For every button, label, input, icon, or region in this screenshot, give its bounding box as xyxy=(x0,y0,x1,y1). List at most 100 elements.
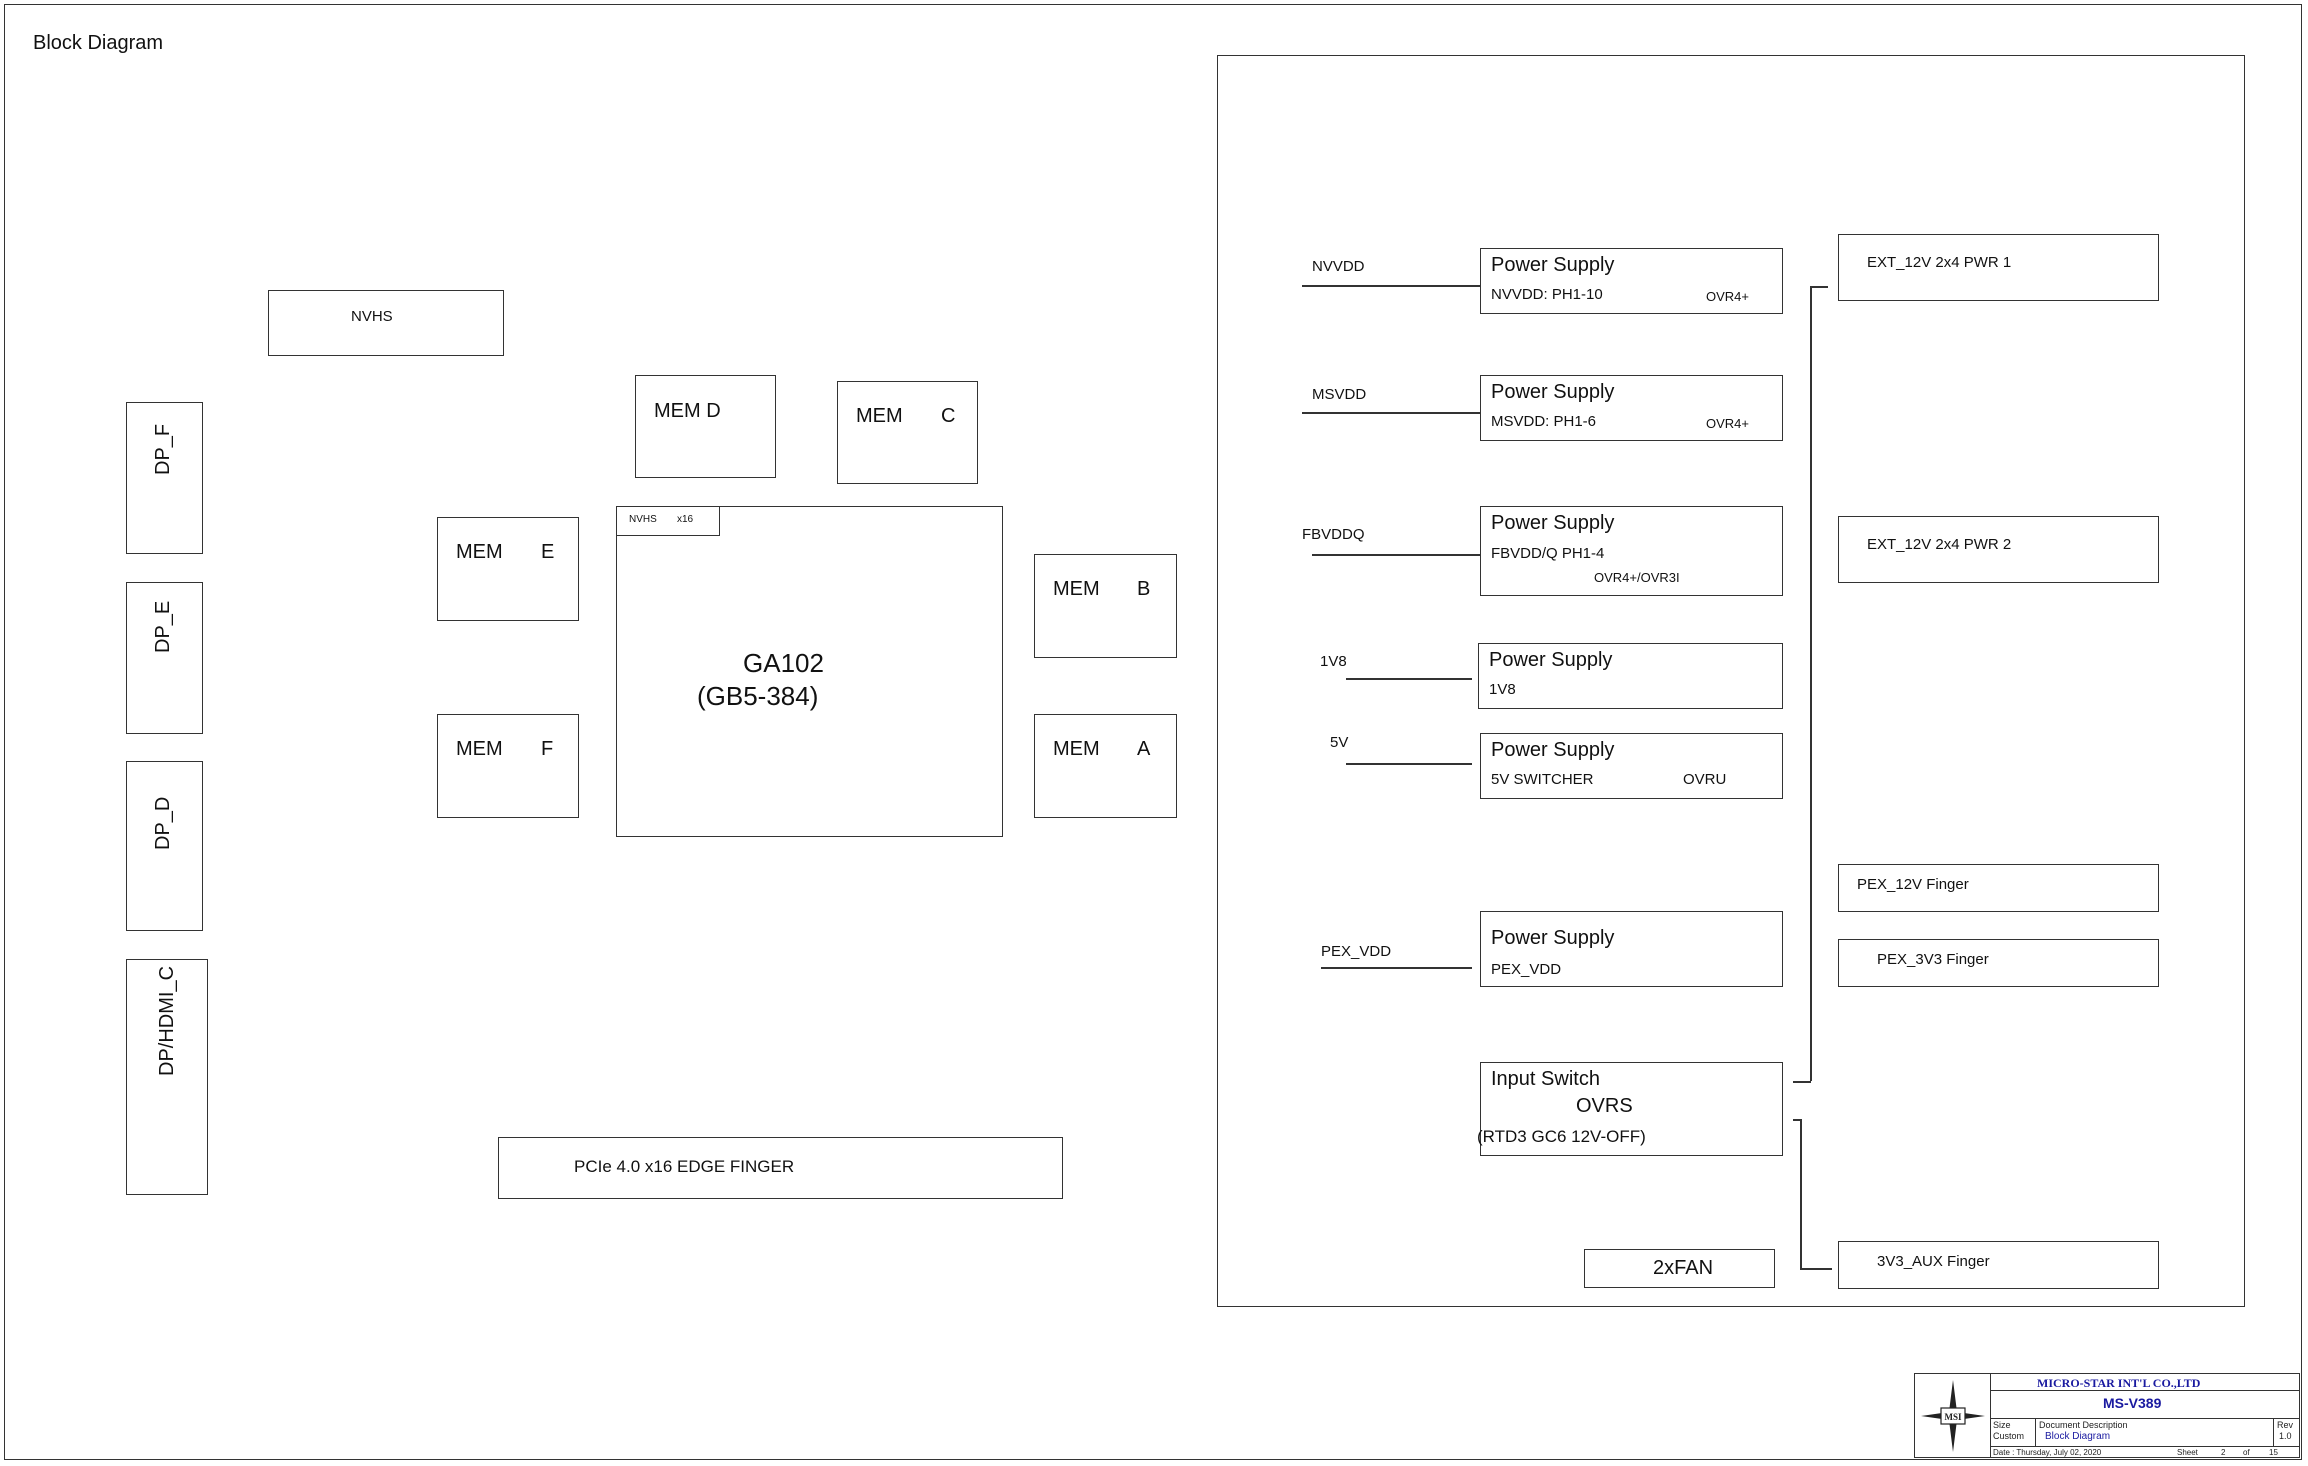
power-supply-pex-vdd: Power Supply PEX_VDD xyxy=(1480,911,1783,987)
gpu-name: GA102 xyxy=(743,648,824,678)
port-dp-e: DP_E xyxy=(126,582,203,734)
gpu-tab-x16: x16 xyxy=(677,514,694,525)
power-supply-title: Power Supply xyxy=(1489,649,1613,671)
input-label: EXT_12V 2x4 PWR 1 xyxy=(1867,254,2012,271)
power-supply-controller: OVR4+ xyxy=(1706,289,1749,304)
mem-d-block: MEM D xyxy=(635,375,776,478)
power-supply-msvdd: Power Supply MSVDD: PH1-6 OVR4+ xyxy=(1480,375,1783,441)
title-block-divider xyxy=(2273,1418,2275,1446)
input-bus-line xyxy=(1810,286,1812,1081)
aux-bus-tick xyxy=(1793,1119,1801,1121)
company-name: MICRO-STAR INT'L CO.,LTD xyxy=(2037,1376,2201,1390)
input-label: 3V3_AUX Finger xyxy=(1877,1253,1990,1270)
rail-wire xyxy=(1321,967,1472,969)
input-ext-12v-pwr1: EXT_12V 2x4 PWR 1 xyxy=(1838,234,2159,301)
mem-a-name: MEM xyxy=(1053,738,1100,760)
sheet-total: 15 xyxy=(2269,1448,2278,1457)
power-supply-controller: OVR4+/OVR3I xyxy=(1594,570,1680,585)
gpu-block: NVHS x16 GA102 (GB5-384) xyxy=(616,506,1003,837)
input-label: PEX_3V3 Finger xyxy=(1877,951,1989,968)
power-supply-controller: OVR4+ xyxy=(1706,416,1749,431)
aux-bus-line xyxy=(1800,1119,1802,1269)
rail-wire xyxy=(1302,412,1480,414)
input-switch-chip: OVRS xyxy=(1576,1095,1633,1117)
power-supply-title: Power Supply xyxy=(1491,739,1615,761)
rail-wire xyxy=(1312,554,1480,556)
port-dp-f-label: DP_F xyxy=(152,423,174,475)
sheet-of-label: of xyxy=(2243,1448,2250,1457)
mem-b-letter: B xyxy=(1137,578,1151,600)
input-label: EXT_12V 2x4 PWR 2 xyxy=(1867,536,2012,553)
port-dp-d: DP_D xyxy=(126,761,203,931)
rail-net-fbvddq: FBVDDQ xyxy=(1302,526,1365,543)
title-block-divider xyxy=(1990,1418,2300,1420)
msi-logo-text: MSI xyxy=(1944,1412,1962,1422)
power-supply-title: Power Supply xyxy=(1491,254,1615,276)
input-ext-12v-pwr2: EXT_12V 2x4 PWR 2 xyxy=(1838,516,2159,583)
rev-label: Rev xyxy=(2277,1420,2294,1430)
sheet-border xyxy=(4,4,2302,1460)
power-supply-nvvdd: Power Supply NVVDD: PH1-10 OVR4+ xyxy=(1480,248,1783,314)
msi-logo-icon: MSI xyxy=(1921,1380,1985,1452)
doc-value: Block Diagram xyxy=(2045,1431,2111,1442)
doc-label: Document Description xyxy=(2039,1420,2128,1430)
mem-b-name: MEM xyxy=(1053,578,1100,600)
power-section xyxy=(1217,55,2245,1307)
gpu-tab-nvhs: NVHS xyxy=(629,514,657,525)
mem-f-name: MEM xyxy=(456,738,503,760)
page-title: Block Diagram xyxy=(33,32,164,54)
pcie-label: PCIe 4.0 x16 EDGE FINGER xyxy=(574,1157,795,1176)
title-block: MSI MICRO-STAR INT'L CO.,LTD MS-V389 Siz… xyxy=(1914,1373,2300,1458)
mem-c-block: MEM C xyxy=(837,381,978,484)
nvhs-label: NVHS xyxy=(351,308,393,325)
input-bus-tick xyxy=(1793,1081,1811,1083)
rail-wire xyxy=(1302,285,1480,287)
gpu-subname: (GB5-384) xyxy=(697,681,819,711)
size-label: Size xyxy=(1993,1420,2011,1430)
port-dp-e-label: DP_E xyxy=(152,600,174,653)
rail-wire xyxy=(1346,763,1472,765)
mem-c-name: MEM xyxy=(856,405,903,427)
fan-block: 2xFAN xyxy=(1584,1249,1775,1288)
port-dp-hdmi-c-label: DP/HDMI_C xyxy=(156,965,178,1076)
port-dp-f: DP_F xyxy=(126,402,203,554)
rail-net-5v: 5V xyxy=(1330,734,1349,751)
power-supply-title: Power Supply xyxy=(1491,512,1615,534)
input-switch-title: Input Switch xyxy=(1491,1068,1600,1090)
mem-d-label: MEM D xyxy=(654,400,721,422)
sheet-number: 2 xyxy=(2221,1448,2226,1457)
rail-wire xyxy=(1346,678,1472,680)
power-supply-5v: Power Supply 5V SWITCHER OVRU xyxy=(1480,733,1783,799)
mem-a-block: MEM A xyxy=(1034,714,1177,818)
power-supply-detail: MSVDD: PH1-6 xyxy=(1491,413,1597,430)
power-supply-title: Power Supply xyxy=(1491,381,1615,403)
power-supply-controller: OVRU xyxy=(1683,771,1727,788)
date-text: Date : Thursday, July 02, 2020 xyxy=(1993,1448,2102,1457)
rail-net-pex-vdd: PEX_VDD xyxy=(1321,943,1392,960)
mem-e-name: MEM xyxy=(456,541,503,563)
power-supply-detail: FBVDD/Q PH1-4 xyxy=(1491,545,1605,562)
input-switch-block: Input Switch OVRS (RTD3 GC6 12V-OFF) xyxy=(1477,1062,1783,1156)
input-pex-3v3-finger: PEX_3V3 Finger xyxy=(1838,939,2159,987)
aux-bus-tick xyxy=(1800,1268,1832,1270)
port-dp-hdmi-c: DP/HDMI_C xyxy=(126,959,208,1195)
rail-net-nvvdd: NVVDD xyxy=(1312,258,1365,275)
mem-f-block: MEM F xyxy=(437,714,579,818)
input-pex-12v-finger: PEX_12V Finger xyxy=(1838,864,2159,912)
power-supply-detail: 5V SWITCHER xyxy=(1491,771,1594,788)
rail-net-msvdd: MSVDD xyxy=(1312,386,1367,403)
input-3v3-aux-finger: 3V3_AUX Finger xyxy=(1838,1241,2159,1289)
size-value: Custom xyxy=(1993,1431,2025,1441)
power-supply-1v8: Power Supply 1V8 xyxy=(1478,643,1783,709)
mem-c-letter: C xyxy=(941,405,956,427)
mem-e-letter: E xyxy=(541,541,555,563)
rail-net-1v8: 1V8 xyxy=(1320,653,1347,670)
input-switch-note: (RTD3 GC6 12V-OFF) xyxy=(1477,1127,1646,1146)
input-bus-tick xyxy=(1810,286,1828,288)
nvhs-block: NVHS xyxy=(268,290,504,356)
power-supply-fbvddq: Power Supply FBVDD/Q PH1-4 OVR4+/OVR3I xyxy=(1480,506,1783,596)
title-block-divider xyxy=(1990,1446,2300,1448)
rev-value: 1.0 xyxy=(2279,1431,2292,1441)
power-supply-detail: NVVDD: PH1-10 xyxy=(1491,286,1603,303)
